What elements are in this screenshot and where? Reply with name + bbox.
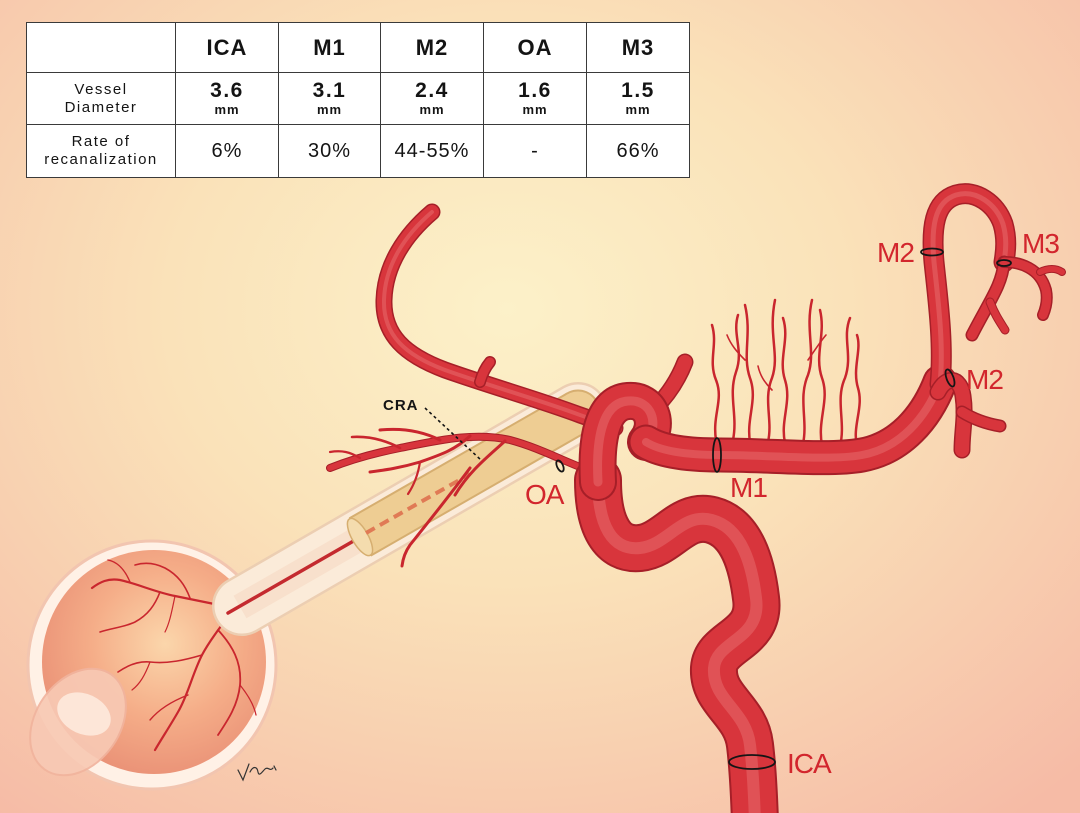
col-header-m1: M1 [278,22,381,73]
ophthalmic-branch [453,439,507,497]
retinal-vessel [164,595,176,633]
corner-cell [26,22,176,73]
col-header-m3: M3 [586,22,690,73]
row-label-line: Rate of [71,133,131,150]
lens [57,692,111,736]
central-retinal-artery-dashed [365,472,471,535]
m3-marker-ring [996,259,1012,267]
perforator-vessel [854,333,861,449]
artist-signature [237,763,277,782]
diameter-unit: mm [316,102,343,117]
perforator-vessel [801,298,814,446]
row-label-line: Diameter [64,98,138,116]
central-retinal-artery [226,533,366,615]
header-row: ICA M1 M2 OA M3 [26,22,690,73]
retinal-vessel [239,684,257,716]
recanalization-cell-m1: 30% [278,124,381,178]
diameter-unit: mm [522,102,548,117]
m2-lower-label: M2 [966,364,1003,395]
diameter-value: 1.5 [621,79,655,102]
retinal-vessel [99,591,161,633]
oa-label: OA [525,479,565,510]
ophthalmic-branch [406,460,422,496]
col-header-m2: M2 [380,22,484,73]
segment-markers [555,247,1012,770]
retinal-vessel [107,559,131,583]
recanalization-cell-m2: 44-55% [380,124,484,178]
retinal-vessel [149,694,189,721]
cra-leader-line [424,407,482,461]
ica-marker-ring [728,754,776,770]
perforator-twig [807,334,827,361]
m2-upper-marker-ring [920,247,944,257]
diameter-value: 1.6 [518,79,552,102]
retinal-vessel [131,661,151,691]
ophthalmic-artery [328,427,588,568]
diameter-unit: mm [625,102,651,117]
recanalization-cell-m3: 66% [586,124,690,178]
col-header-oa: OA [483,22,587,73]
col-header-ica: ICA [175,22,279,73]
retinal-vessel [134,562,191,599]
perforator-vessel [838,316,852,448]
cra-label: CRA [383,397,419,414]
row-label-diameter: Vessel Diameter [26,72,176,125]
diameter-value: 3.6 [210,79,244,102]
diameter-value: 3.1 [312,79,347,102]
ophthalmic-branch [378,427,442,442]
diameter-value: 2.4 [415,79,449,102]
perforator-twig [726,334,746,361]
perforator-vessel [766,298,777,444]
recanalization-cell-ica: 6% [175,124,279,178]
row-label-line: Vessel [74,80,128,98]
arterial-tree [384,194,1062,813]
diameter-unit: mm [419,102,445,117]
perforator-twig [757,365,773,391]
m1-marker-ring [712,437,722,473]
row-label-line: recanalization [44,151,158,168]
perforator-vessel [710,323,721,442]
perforator-vessel [817,308,826,447]
m3-twig [1040,269,1062,272]
m2-lower-marker-ring [944,368,956,388]
perforator-vessel [781,316,789,445]
ica-label: ICA [787,748,832,779]
row-label-recanalization: Rate of recanalization [26,124,176,178]
diameter-unit: mm [214,102,240,117]
ophthalmic-branch [350,435,402,450]
m2-upper-label: M2 [877,237,914,268]
lenticulostriate-arteries [710,298,861,449]
recanalization-row: Rate of recanalization 6% 30% 44-55% - 6… [26,124,690,178]
perforator-vessel [743,303,755,444]
ophthalmic-branch [400,466,472,568]
m1-label: M1 [730,472,767,503]
ophthalmic-branch [328,450,362,460]
retinal-vessel [90,578,236,610]
m3-label: M3 [1022,228,1059,259]
recanalization-cell-oa: - [483,124,587,178]
perforator-vessel [731,313,741,442]
oa-marker-ring [555,459,565,473]
retinal-vessels [90,559,257,752]
